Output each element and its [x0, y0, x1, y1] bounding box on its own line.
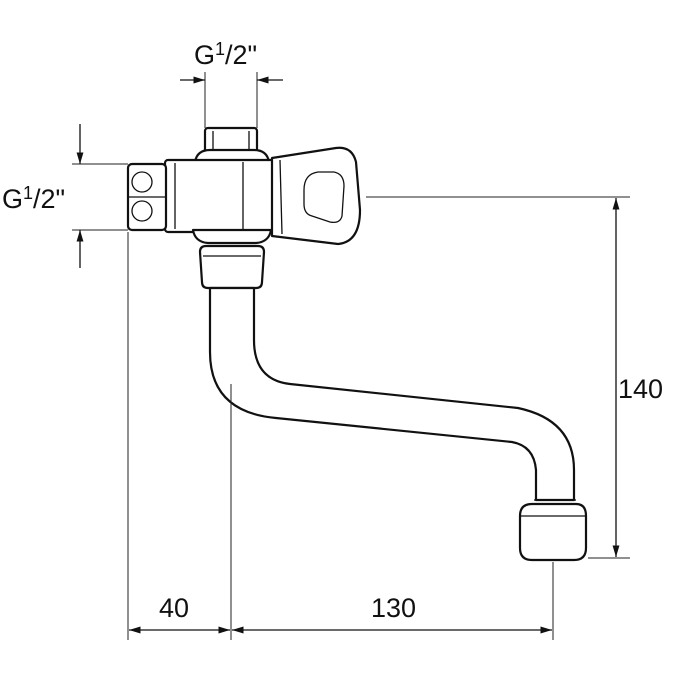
height-label: 140 — [618, 374, 663, 404]
dimension-height: 140 — [366, 196, 663, 559]
side-thread-denominator: /2" — [33, 184, 65, 214]
side-thread-prefix: G — [2, 184, 23, 214]
spout-union-nut — [198, 244, 266, 290]
spout-reach-label: 130 — [371, 593, 416, 623]
valve-block — [163, 158, 277, 234]
top-thread-label: G1/2" — [194, 39, 257, 70]
spout-tube — [208, 286, 576, 502]
lower-collar — [191, 228, 273, 245]
dimension-top-thread: G1/2" — [180, 39, 283, 128]
top-thread-numerator: 1 — [215, 39, 225, 59]
side-thread-label: G1/2" — [2, 183, 65, 214]
lever-handle — [270, 146, 362, 246]
dimension-side-thread: G1/2" — [2, 124, 128, 268]
top-thread-prefix: G — [194, 40, 215, 70]
top-thread-denominator: /2" — [225, 40, 257, 70]
dimension-horizontal: 40 130 — [127, 232, 554, 640]
side-thread-numerator: 1 — [23, 183, 33, 203]
wall-offset-label: 40 — [159, 593, 189, 623]
faucet-body — [126, 126, 588, 562]
aerator — [518, 502, 588, 562]
